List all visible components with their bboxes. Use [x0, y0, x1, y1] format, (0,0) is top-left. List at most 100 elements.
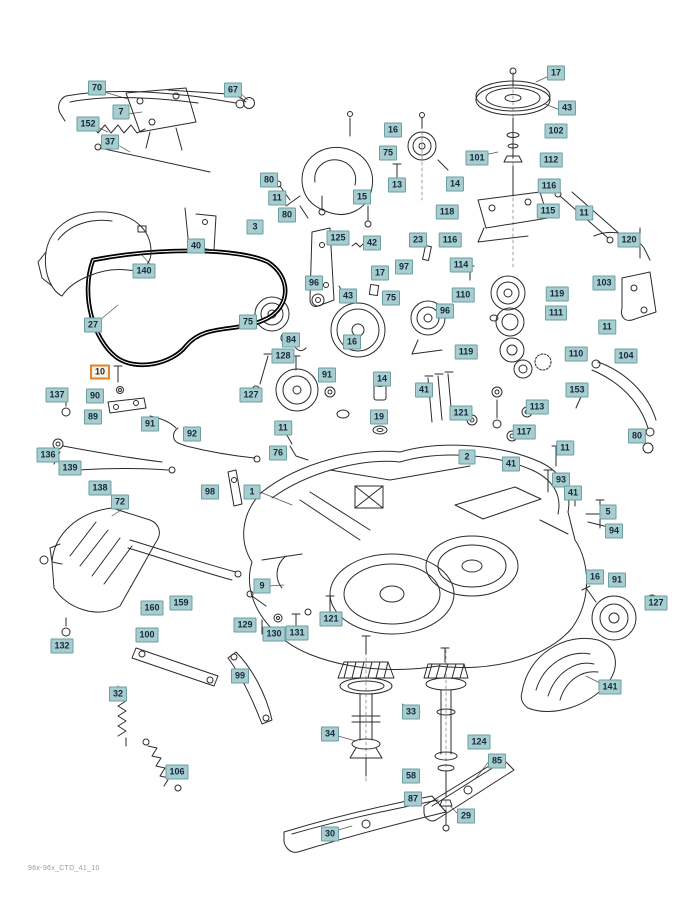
callout-159[interactable]: 159 — [169, 595, 193, 611]
callout-42[interactable]: 42 — [362, 235, 382, 251]
callout-72[interactable]: 72 — [110, 494, 130, 510]
callout-11[interactable]: 11 — [268, 190, 286, 206]
callout-125[interactable]: 125 — [326, 230, 350, 246]
callout-29[interactable]: 29 — [456, 808, 476, 824]
callout-11[interactable]: 11 — [556, 440, 574, 456]
callout-116[interactable]: 116 — [438, 232, 462, 248]
callout-97[interactable]: 97 — [394, 259, 414, 275]
callout-106[interactable]: 106 — [165, 764, 189, 780]
callout-16[interactable]: 16 — [585, 569, 605, 585]
callout-27[interactable]: 27 — [83, 317, 103, 333]
callout-33[interactable]: 33 — [401, 704, 421, 720]
callout-128[interactable]: 128 — [271, 348, 295, 364]
callout-41[interactable]: 41 — [501, 456, 521, 472]
callout-136[interactable]: 136 — [36, 447, 60, 463]
callout-76[interactable]: 76 — [268, 445, 288, 461]
callout-100[interactable]: 100 — [135, 627, 159, 643]
callout-11[interactable]: 11 — [274, 420, 292, 436]
callout-103[interactable]: 103 — [592, 275, 616, 291]
callout-43[interactable]: 43 — [557, 100, 577, 116]
callout-13[interactable]: 13 — [387, 177, 407, 193]
callout-116[interactable]: 116 — [537, 178, 561, 194]
callout-121[interactable]: 121 — [319, 611, 343, 627]
callout-114[interactable]: 114 — [449, 257, 473, 273]
callout-75[interactable]: 75 — [238, 314, 258, 330]
callout-14[interactable]: 14 — [372, 371, 392, 387]
callout-41[interactable]: 41 — [414, 382, 434, 398]
callout-89[interactable]: 89 — [83, 409, 103, 425]
callout-112[interactable]: 112 — [539, 152, 563, 168]
callout-16[interactable]: 16 — [342, 334, 362, 350]
callout-118[interactable]: 118 — [435, 204, 459, 220]
callout-96[interactable]: 96 — [435, 303, 455, 319]
callout-124[interactable]: 124 — [467, 734, 491, 750]
callout-92[interactable]: 92 — [182, 426, 202, 442]
callout-98[interactable]: 98 — [200, 484, 220, 500]
callout-111[interactable]: 111 — [544, 305, 568, 321]
callout-40[interactable]: 40 — [186, 238, 206, 254]
callout-104[interactable]: 104 — [614, 348, 638, 364]
callout-67[interactable]: 67 — [223, 82, 243, 98]
callout-32[interactable]: 32 — [108, 686, 128, 702]
callout-91[interactable]: 91 — [317, 367, 337, 383]
callout-5[interactable]: 5 — [599, 504, 617, 520]
callout-121[interactable]: 121 — [449, 405, 473, 421]
callout-102[interactable]: 102 — [544, 123, 568, 139]
callout-132[interactable]: 132 — [50, 638, 74, 654]
callout-93[interactable]: 93 — [551, 472, 571, 488]
callout-94[interactable]: 94 — [604, 523, 624, 539]
callout-16[interactable]: 16 — [383, 122, 403, 138]
callout-43[interactable]: 43 — [338, 288, 358, 304]
callout-14[interactable]: 14 — [445, 176, 465, 192]
callout-152[interactable]: 152 — [76, 116, 100, 132]
callout-17[interactable]: 17 — [370, 265, 390, 281]
callout-120[interactable]: 120 — [617, 232, 641, 248]
callout-19[interactable]: 19 — [369, 409, 389, 425]
callout-117[interactable]: 117 — [512, 424, 536, 440]
callout-110[interactable]: 110 — [451, 287, 475, 303]
callout-11[interactable]: 11 — [598, 319, 616, 335]
callout-9[interactable]: 9 — [253, 578, 271, 594]
callout-70[interactable]: 70 — [87, 80, 107, 96]
callout-139[interactable]: 139 — [58, 460, 82, 476]
callout-80[interactable]: 80 — [277, 207, 297, 223]
callout-91[interactable]: 91 — [607, 572, 627, 588]
callout-7[interactable]: 7 — [112, 104, 130, 120]
callout-80[interactable]: 80 — [627, 428, 647, 444]
callout-10[interactable]: 10 — [89, 364, 111, 380]
callout-3[interactable]: 3 — [246, 219, 264, 235]
callout-1[interactable]: 1 — [243, 484, 261, 500]
callout-2[interactable]: 2 — [458, 449, 476, 465]
callout-115[interactable]: 115 — [536, 203, 560, 219]
callout-23[interactable]: 23 — [408, 232, 428, 248]
callout-34[interactable]: 34 — [320, 726, 340, 742]
callout-91[interactable]: 91 — [140, 416, 160, 432]
callout-30[interactable]: 30 — [320, 826, 340, 842]
callout-153[interactable]: 153 — [565, 382, 589, 398]
callout-119[interactable]: 119 — [454, 344, 478, 360]
callout-17[interactable]: 17 — [546, 65, 566, 81]
callout-127[interactable]: 127 — [239, 387, 263, 403]
callout-141[interactable]: 141 — [598, 679, 622, 695]
callout-87[interactable]: 87 — [403, 791, 423, 807]
callout-113[interactable]: 113 — [525, 399, 549, 415]
callout-75[interactable]: 75 — [378, 145, 398, 161]
callout-41[interactable]: 41 — [563, 485, 583, 501]
callout-80[interactable]: 80 — [259, 172, 279, 188]
callout-37[interactable]: 37 — [100, 134, 120, 150]
callout-84[interactable]: 84 — [281, 332, 301, 348]
callout-140[interactable]: 140 — [132, 263, 156, 279]
callout-101[interactable]: 101 — [465, 150, 489, 166]
callout-85[interactable]: 85 — [487, 753, 507, 769]
callout-90[interactable]: 90 — [85, 388, 105, 404]
callout-110[interactable]: 110 — [564, 346, 588, 362]
callout-127[interactable]: 127 — [644, 595, 668, 611]
callout-131[interactable]: 131 — [285, 625, 309, 641]
callout-15[interactable]: 15 — [352, 189, 372, 205]
callout-96[interactable]: 96 — [304, 275, 324, 291]
callout-130[interactable]: 130 — [262, 626, 286, 642]
callout-137[interactable]: 137 — [45, 387, 69, 403]
callout-138[interactable]: 138 — [88, 480, 112, 496]
callout-129[interactable]: 129 — [233, 617, 257, 633]
callout-160[interactable]: 160 — [140, 600, 164, 616]
